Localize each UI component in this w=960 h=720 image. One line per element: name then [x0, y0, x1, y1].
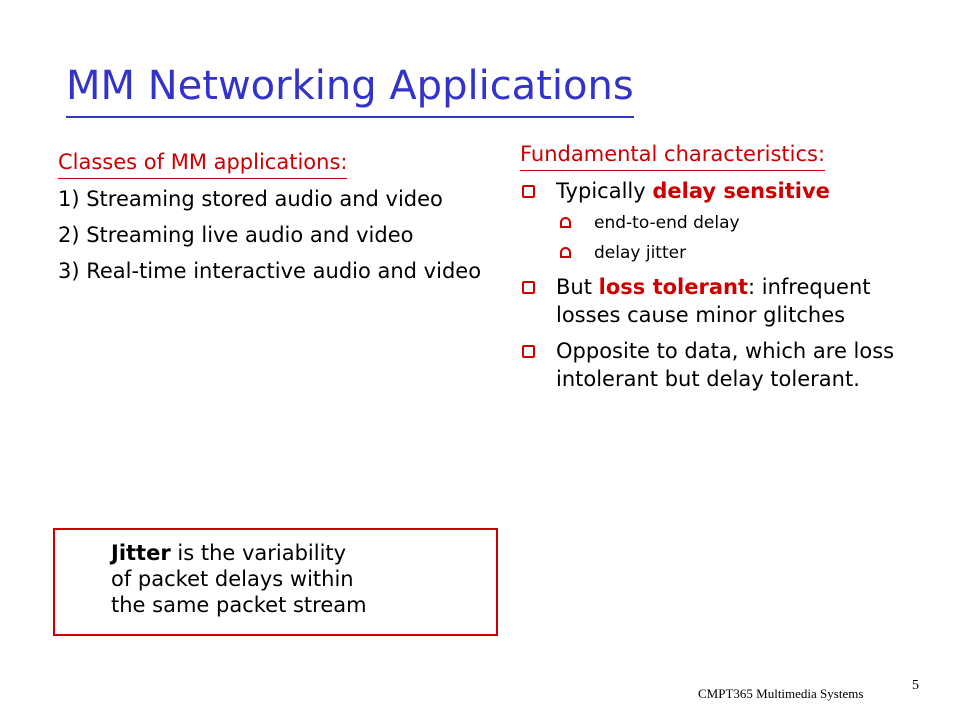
sub-item-text: delay jitter: [594, 243, 687, 263]
bullet-text: But: [556, 275, 599, 299]
jitter-definition-box: Jitter is the variability of packet dela…: [53, 528, 498, 636]
square-bullet-icon: [522, 281, 535, 294]
arch-bullet-icon: [560, 247, 571, 258]
jitter-text: is the variability: [170, 541, 347, 565]
square-bullet-icon: [522, 345, 535, 358]
page-number: 5: [912, 678, 919, 693]
right-column: Fundamental characteristics: Typically d…: [520, 140, 920, 401]
delay-sublist: end-to-end delay delay jitter: [556, 211, 920, 265]
slide-title: MM Networking Applications: [66, 56, 634, 118]
bullet-text: Opposite to data, which are loss intoler…: [556, 339, 895, 391]
list-item: 3) Real-time interactive audio and video: [58, 259, 482, 283]
arch-bullet-icon: [560, 217, 571, 228]
jitter-term: Jitter: [111, 541, 171, 565]
characteristics-list: Typically delay sensitive end-to-end del…: [520, 177, 920, 393]
square-bullet-icon: [522, 185, 535, 198]
characteristics-heading: Fundamental characteristics:: [520, 140, 826, 171]
sub-item: delay jitter: [556, 241, 920, 265]
bullet-opposite-data: Opposite to data, which are loss intoler…: [520, 337, 920, 393]
footer-course: CMPT365 Multimedia Systems: [698, 686, 864, 701]
list-item: 1) Streaming stored audio and video: [58, 187, 443, 211]
jitter-line: of packet delays within: [111, 567, 354, 591]
emphasis-text: delay sensitive: [652, 179, 830, 203]
sub-item-text: end-to-end delay: [594, 213, 740, 233]
classes-heading: Classes of MM applications:: [58, 148, 348, 179]
jitter-line: the same packet stream: [111, 593, 367, 617]
bullet-text: : infrequent losses cause minor glitches: [556, 275, 871, 327]
bullet-delay-sensitive: Typically delay sensitive end-to-end del…: [520, 177, 920, 265]
emphasis-text: loss tolerant: [598, 275, 748, 299]
sub-item: end-to-end delay: [556, 211, 920, 235]
bullet-loss-tolerant: But loss tolerant: infrequent losses cau…: [520, 273, 920, 329]
bullet-text: Typically: [556, 179, 653, 203]
left-column: Classes of MM applications: 1) Streaming…: [58, 148, 488, 293]
list-item: 2) Streaming live audio and video: [58, 223, 414, 247]
jitter-line: Jitter is the variability: [111, 540, 496, 566]
classes-list: 1) Streaming stored audio and video 2) S…: [58, 185, 488, 285]
